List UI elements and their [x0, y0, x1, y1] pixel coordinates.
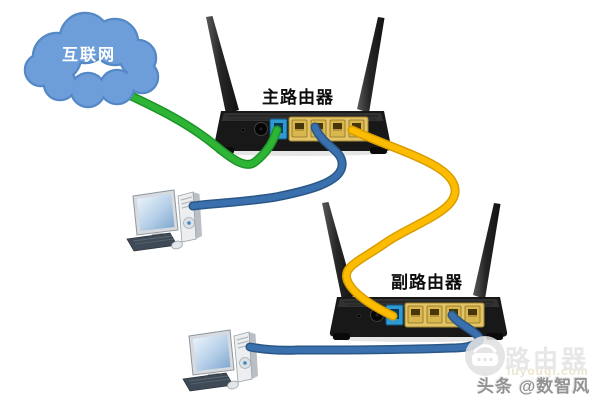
watermark-brand: 路由器	[505, 346, 590, 374]
watermark-domain: luyouqi.com	[507, 364, 589, 378]
computer-1	[126, 189, 203, 252]
watermark-router-icon	[465, 336, 505, 376]
pc1-lan-cable	[188, 122, 347, 211]
internet-cloud-label: 互联网	[62, 47, 117, 64]
internet-cloud	[23, 11, 160, 109]
router-uplink-cable	[342, 125, 460, 321]
main-router-label: 主路由器	[262, 88, 334, 107]
watermark-credit: 头条 @数智风	[477, 377, 591, 396]
secondary-router-label: 副路由器	[391, 273, 463, 292]
internet-cable	[103, 80, 282, 169]
pc2-lan-cable	[245, 310, 484, 355]
computer-2	[182, 329, 259, 392]
